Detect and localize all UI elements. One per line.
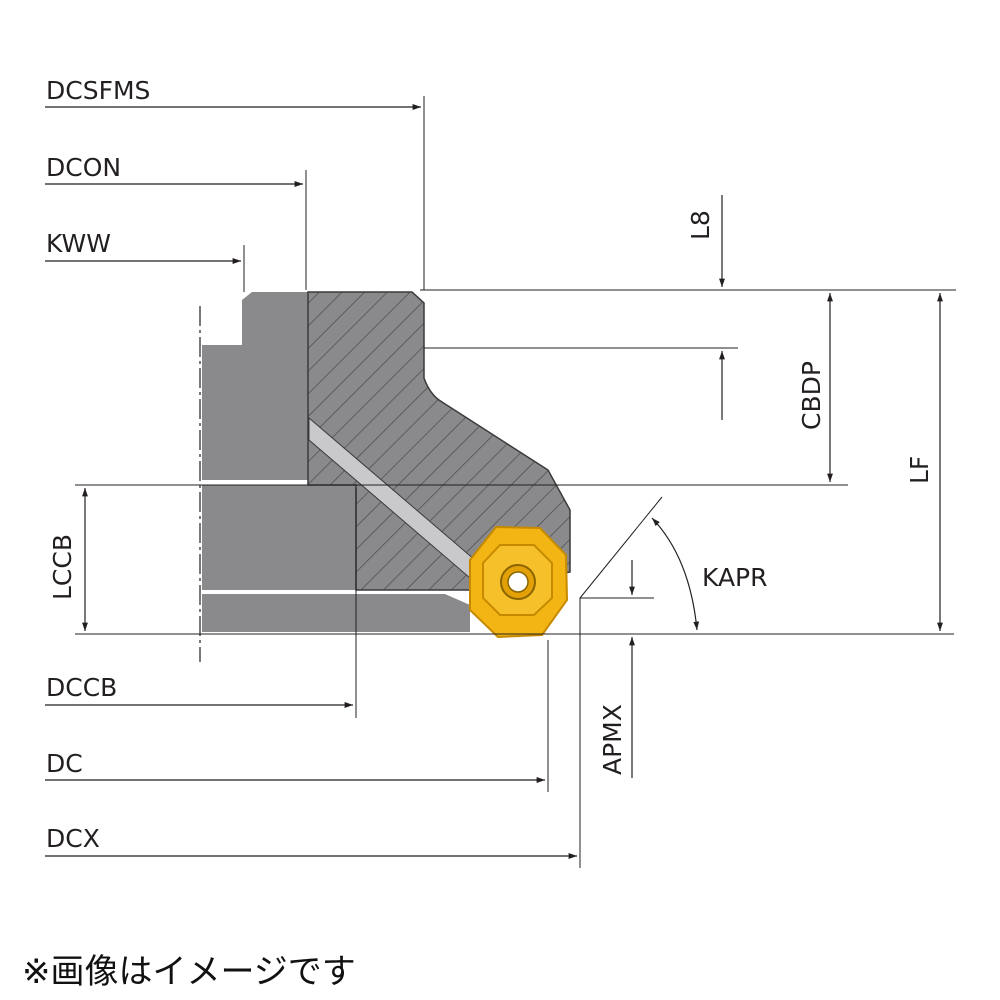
label-lccb: LCCB (48, 534, 77, 600)
hatched-section (307, 291, 571, 591)
label-dcx: DCX (46, 824, 100, 853)
label-dc: DC (46, 749, 83, 778)
body-lower-left-section (202, 485, 356, 590)
leader-arrows (45, 104, 577, 859)
label-lf: LF (905, 456, 934, 484)
image-disclaimer-note: ※画像はイメージです (22, 952, 356, 992)
label-l8: L8 (686, 210, 715, 240)
body-bottom-strip (202, 594, 470, 632)
label-apmx: APMX (598, 704, 627, 775)
cutter-body (199, 291, 571, 662)
label-dcon: DCON (46, 153, 121, 182)
label-kapr: KAPR (702, 563, 768, 592)
dimension-arrows (82, 195, 943, 778)
label-cbdp: CBDP (797, 361, 826, 430)
kapr-arc (651, 517, 700, 631)
extension-lines (75, 96, 956, 868)
label-dccb: DCCB (46, 673, 117, 702)
body-left-section (202, 292, 308, 480)
label-dcsfms: DCSFMS (46, 76, 150, 105)
insert-screw-hole (507, 571, 529, 593)
octagon-insert (469, 525, 569, 639)
label-kww: KWW (46, 229, 111, 258)
